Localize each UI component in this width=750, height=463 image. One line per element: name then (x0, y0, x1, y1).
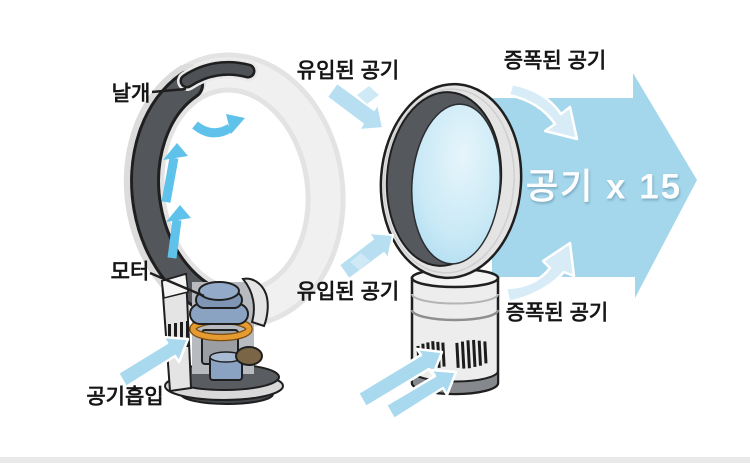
footer-strip (0, 457, 750, 463)
blade-leader-line (151, 87, 187, 94)
air-multiplier-arrow (492, 73, 697, 298)
motor-assembly (189, 281, 249, 325)
amplified-air-top-label: 증폭된 공기 (503, 49, 607, 73)
motor-label: 모터 (110, 260, 150, 284)
amplified-arrow-bottom (504, 241, 576, 304)
air-intake-label: 공기흡입 (86, 385, 164, 409)
motor-leader-line (149, 271, 205, 298)
blade-label: 날개 (111, 82, 151, 106)
left-fan-base (160, 272, 284, 405)
right-intake-arrows (356, 347, 458, 421)
right-fan-ring (379, 82, 523, 280)
left-fan-cutaway (116, 52, 346, 405)
left-fan-blade (177, 58, 258, 91)
amplified-air-bottom-label: 증폭된 공기 (505, 301, 609, 325)
inflow-air-bottom-label: 유입된 공기 (296, 280, 400, 304)
inflow-air-top-label: 유입된 공기 (296, 59, 400, 83)
left-fan-airflow-arrows (161, 114, 245, 259)
amplified-air-arrows (504, 82, 579, 304)
inflow-arrow-top (326, 82, 384, 131)
air-multiplier-label: 공기 x 15 (525, 167, 683, 207)
right-fan (326, 82, 579, 421)
right-fan-air-disc (411, 103, 501, 265)
left-intake-arrow (116, 335, 190, 389)
amplified-arrow-top (507, 82, 579, 141)
inflow-arrow-bottom (338, 232, 394, 280)
inflow-arrows (326, 82, 394, 280)
